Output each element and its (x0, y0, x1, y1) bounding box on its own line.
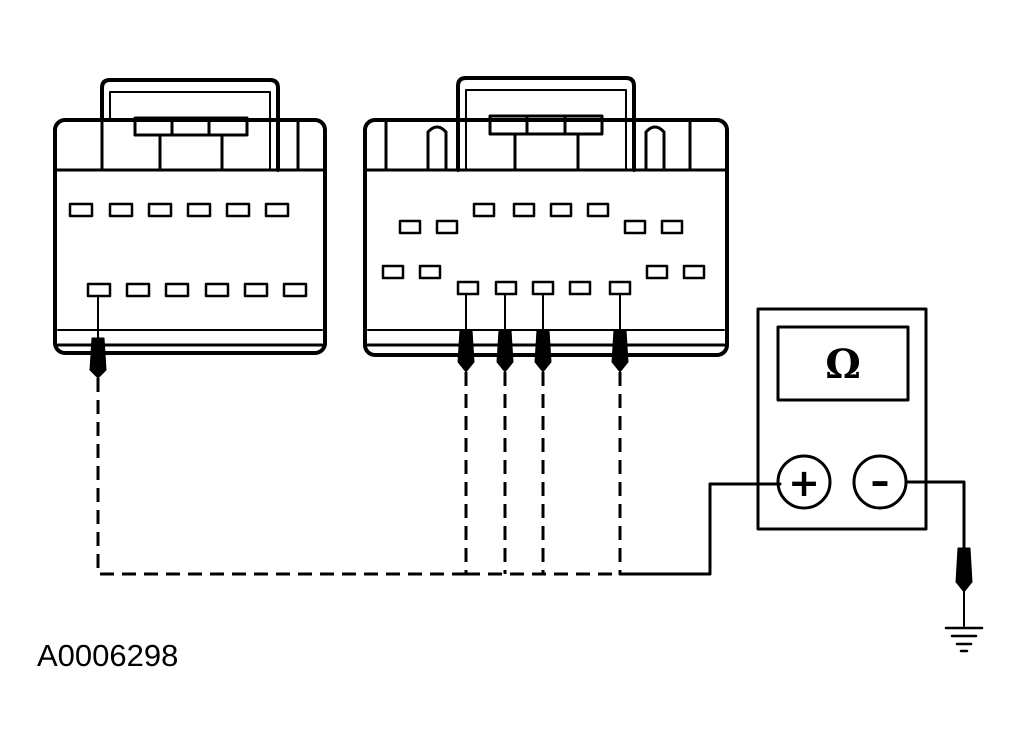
probe-tip-icon (955, 547, 973, 627)
right-connector-pin-row-4 (456, 280, 632, 296)
ohm-symbol: Ω (825, 341, 861, 388)
meter-display (776, 325, 910, 402)
right-connector-pin-row-2 (398, 219, 684, 235)
left-connector-pin-row-upper (68, 202, 290, 218)
figure-id-label: A0006298 (37, 638, 179, 673)
probe-tip-icon (611, 293, 629, 373)
plus-sign: + (788, 461, 820, 505)
ground-icon (944, 626, 984, 653)
right-connector (363, 76, 729, 357)
meter-negative-lead (904, 480, 966, 550)
probe-tip-icon (457, 293, 475, 373)
dashed-test-leads (96, 372, 622, 576)
probe-tip-icon (496, 293, 514, 373)
probe-tip-icon (89, 295, 107, 379)
left-connector (53, 78, 327, 355)
meter-positive-terminal (776, 454, 832, 510)
minus-sign: – (871, 459, 890, 503)
probe-tip-icon (534, 293, 552, 373)
left-connector-pin-row-lower (86, 282, 308, 298)
right-connector-pin-row-3 (381, 264, 706, 280)
meter-positive-lead (618, 482, 782, 576)
right-connector-pin-row-1 (472, 202, 610, 218)
